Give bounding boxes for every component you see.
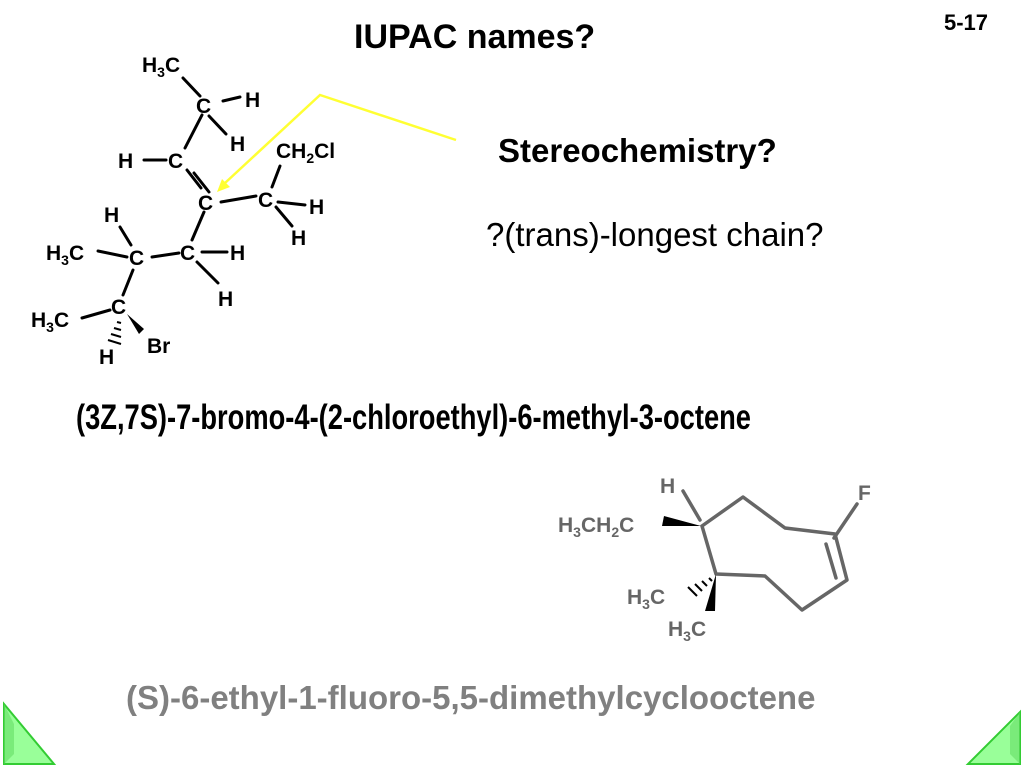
hashed-bond bbox=[107, 321, 122, 345]
atom-h3c-top: H3C bbox=[142, 54, 180, 80]
yellow-arrow bbox=[224, 93, 457, 184]
atom-br: Br bbox=[147, 335, 170, 358]
wedge-bond-methyl bbox=[705, 574, 716, 611]
atom-h3c-top-h: H3C bbox=[142, 54, 180, 80]
octene-structure: H3C C H H H C C CH2Cl C H H H H3C C C H … bbox=[31, 54, 457, 369]
stereochemistry-question: Stereochemistry? bbox=[498, 132, 777, 169]
iupac-name-octene: (3Z,7S)-7-bromo-4-(2-chloroethyl)-6-meth… bbox=[76, 398, 751, 437]
atom-c-low: C bbox=[111, 296, 126, 319]
cyclooctene-structure: H F H3CH2C H3C H3C bbox=[558, 475, 871, 644]
atom-h-right2: H bbox=[291, 227, 306, 250]
atom-h3c-a: H3C bbox=[627, 586, 665, 612]
atom-h-low: H bbox=[99, 346, 114, 369]
slide-title: IUPAC names? bbox=[354, 18, 596, 56]
atom-h3c-low: H3C bbox=[31, 309, 69, 335]
atom-h-top-lower: H bbox=[230, 133, 245, 156]
atom-h3c-b: H3C bbox=[668, 618, 706, 644]
atom-c-right: C bbox=[258, 189, 273, 212]
slide-number: 5-17 bbox=[944, 10, 989, 35]
atom-h-ch2-right: H bbox=[230, 242, 245, 265]
atom-f: F bbox=[858, 482, 871, 505]
atom-c-ch: C bbox=[129, 247, 144, 270]
atom-c-left: C bbox=[168, 150, 183, 173]
atom-h3ch2c: H3CH2C bbox=[558, 514, 634, 540]
trans-longest-chain-note: ?(trans)-longest chain? bbox=[486, 216, 824, 253]
atom-h3c-mid: H3C bbox=[46, 242, 84, 268]
triangle-forward-icon[interactable] bbox=[962, 708, 1024, 768]
triangle-back-icon[interactable] bbox=[0, 700, 60, 768]
atom-h-ch2-down: H bbox=[218, 288, 233, 311]
atom-h-left: H bbox=[118, 150, 133, 173]
atom-h: H bbox=[660, 475, 675, 498]
atom-h-top-right: H bbox=[245, 89, 260, 112]
arrowhead-icon bbox=[217, 179, 230, 192]
atom-c-center: C bbox=[198, 192, 213, 215]
iupac-name-cyclooctene: (S)-6-ethyl-1-fluoro-5,5-dimethylcyclooc… bbox=[126, 679, 816, 716]
atom-c-ch2: C bbox=[180, 242, 195, 265]
wedge-bond bbox=[127, 314, 144, 334]
atom-h-ch: H bbox=[104, 204, 119, 227]
wedge-bond-ethyl bbox=[662, 516, 701, 526]
atom-c-top: C bbox=[196, 95, 211, 118]
atom-ch2cl: CH2Cl bbox=[276, 140, 335, 166]
hashed-bond-methyl bbox=[687, 577, 713, 597]
atom-h-right1: H bbox=[309, 196, 324, 219]
